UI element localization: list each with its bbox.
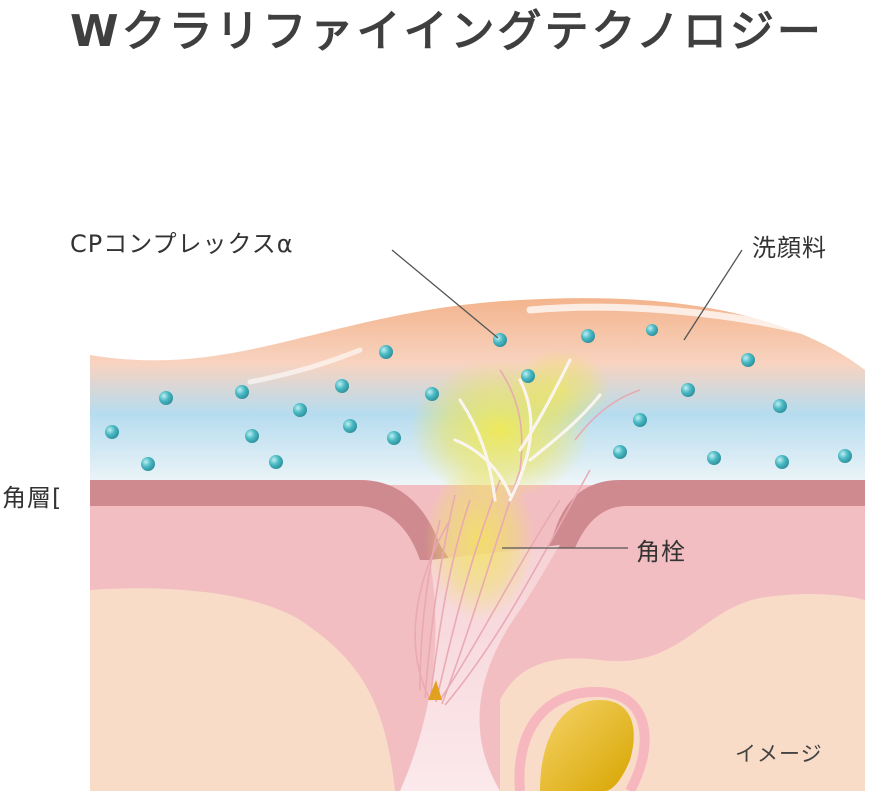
foam-highlight bbox=[247, 347, 363, 385]
plug-tip bbox=[428, 680, 442, 700]
face-wash-leader-line bbox=[683, 249, 743, 341]
dermis-left bbox=[90, 588, 395, 791]
cp-complex-label: CPコンプレックスα bbox=[70, 230, 294, 258]
keratin-plug-label: 角栓 bbox=[636, 538, 686, 566]
pore-channel bbox=[400, 545, 560, 791]
foam-highlight bbox=[526, 303, 804, 334]
page-title: Wクラリファイイングテクノロジー bbox=[70, 6, 824, 57]
stratum-corneum-label: 角層[ bbox=[2, 484, 63, 512]
image-note: イメージ bbox=[735, 742, 823, 766]
face-wash-label: 洗顔料 bbox=[752, 234, 827, 262]
cp-particles bbox=[105, 324, 852, 471]
cp-leader-line bbox=[391, 249, 499, 339]
stratum-corneum-right bbox=[548, 480, 865, 548]
stratum-corneum-left bbox=[90, 480, 450, 560]
keratin-plug-highlights bbox=[453, 358, 602, 502]
sebaceous-gland bbox=[540, 700, 634, 791]
